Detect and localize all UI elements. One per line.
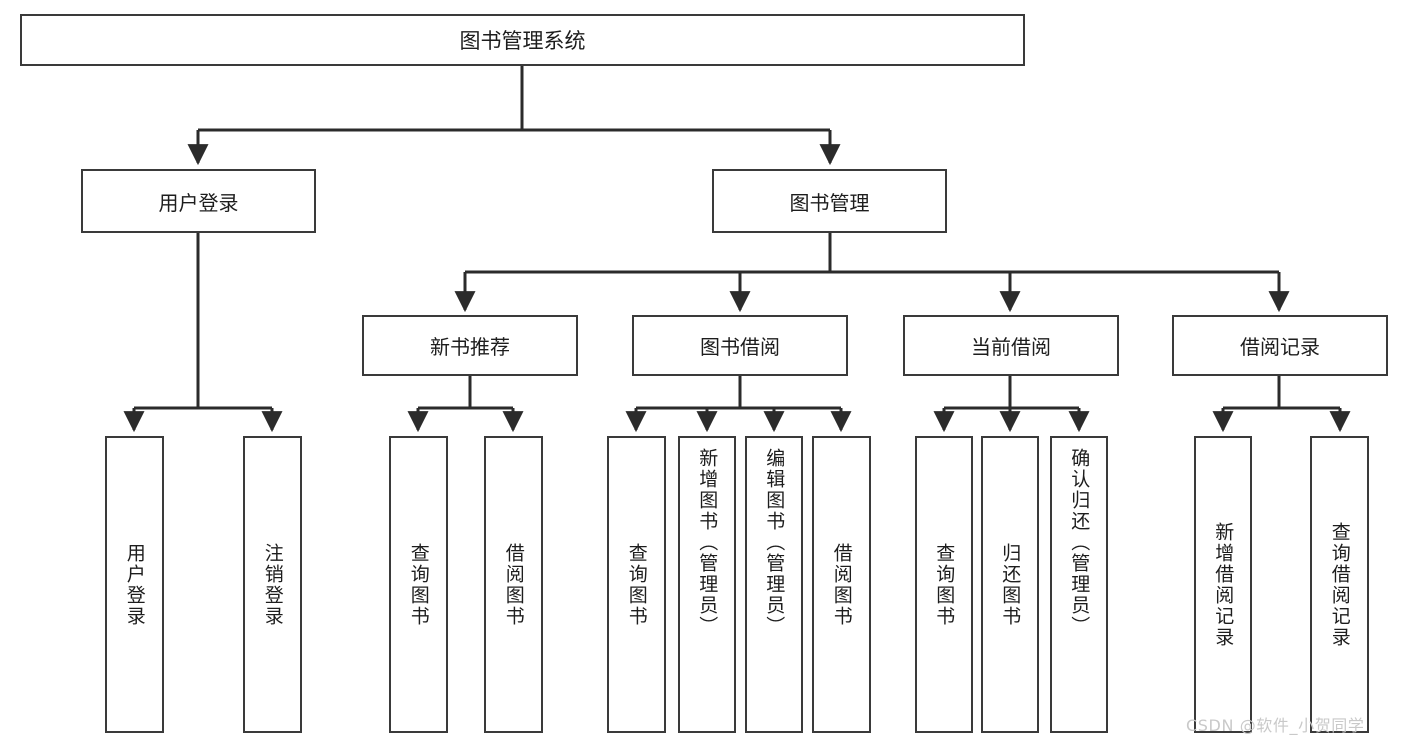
leaf-label: 确认归还（管理员）	[1068, 448, 1091, 637]
leaf-label: 查询图书	[625, 542, 648, 627]
node-borrow-record[interactable]: 借阅记录	[1172, 315, 1388, 376]
node-label: 图书借阅	[700, 335, 780, 359]
leaf-add-borrow-record[interactable]: 新增借阅记录	[1194, 436, 1252, 733]
node-user-login[interactable]: 用户登录	[81, 169, 316, 233]
node-root-system[interactable]: 图书管理系统	[20, 14, 1025, 66]
leaf-query-borrow-record[interactable]: 查询借阅记录	[1310, 436, 1369, 733]
node-current-borrow[interactable]: 当前借阅	[903, 315, 1119, 376]
leaf-label: 用户登录	[123, 542, 146, 627]
leaf-confirm-return-admin[interactable]: 确认归还（管理员）	[1050, 436, 1108, 733]
node-label: 图书管理系统	[459, 29, 586, 53]
node-book-borrow[interactable]: 图书借阅	[632, 315, 848, 376]
leaf-query-book-borrow[interactable]: 查询图书	[607, 436, 666, 733]
leaf-query-book-recommend[interactable]: 查询图书	[389, 436, 448, 733]
leaf-label: 查询图书	[933, 542, 956, 627]
node-label: 借阅记录	[1240, 335, 1320, 359]
leaf-label: 新增图书（管理员）	[696, 448, 719, 637]
leaf-borrow-book-recommend[interactable]: 借阅图书	[484, 436, 543, 733]
leaf-label: 借阅图书	[830, 542, 853, 627]
node-new-book-recommend[interactable]: 新书推荐	[362, 315, 578, 376]
leaf-user-logout[interactable]: 注销登录	[243, 436, 302, 733]
leaf-label: 归还图书	[999, 542, 1022, 627]
node-book-management[interactable]: 图书管理	[712, 169, 947, 233]
leaf-add-book-admin[interactable]: 新增图书（管理员）	[678, 436, 736, 733]
node-label: 图书管理	[789, 190, 870, 215]
leaf-label: 新增借阅记录	[1212, 521, 1235, 648]
node-label: 新书推荐	[430, 335, 510, 359]
leaf-query-book-current[interactable]: 查询图书	[915, 436, 973, 733]
node-label: 当前借阅	[971, 335, 1051, 359]
leaf-label: 注销登录	[261, 542, 284, 627]
leaf-label: 查询借阅记录	[1328, 521, 1351, 648]
node-label: 用户登录	[158, 190, 239, 215]
leaf-user-login[interactable]: 用户登录	[105, 436, 164, 733]
leaf-label: 编辑图书（管理员）	[763, 448, 786, 637]
leaf-label: 借阅图书	[502, 542, 525, 627]
leaf-return-book[interactable]: 归还图书	[981, 436, 1039, 733]
watermark: CSDN @软件_小贺同学	[1186, 716, 1365, 735]
leaf-borrow-book[interactable]: 借阅图书	[812, 436, 871, 733]
leaf-edit-book-admin[interactable]: 编辑图书（管理员）	[745, 436, 803, 733]
leaf-label: 查询图书	[407, 542, 430, 627]
